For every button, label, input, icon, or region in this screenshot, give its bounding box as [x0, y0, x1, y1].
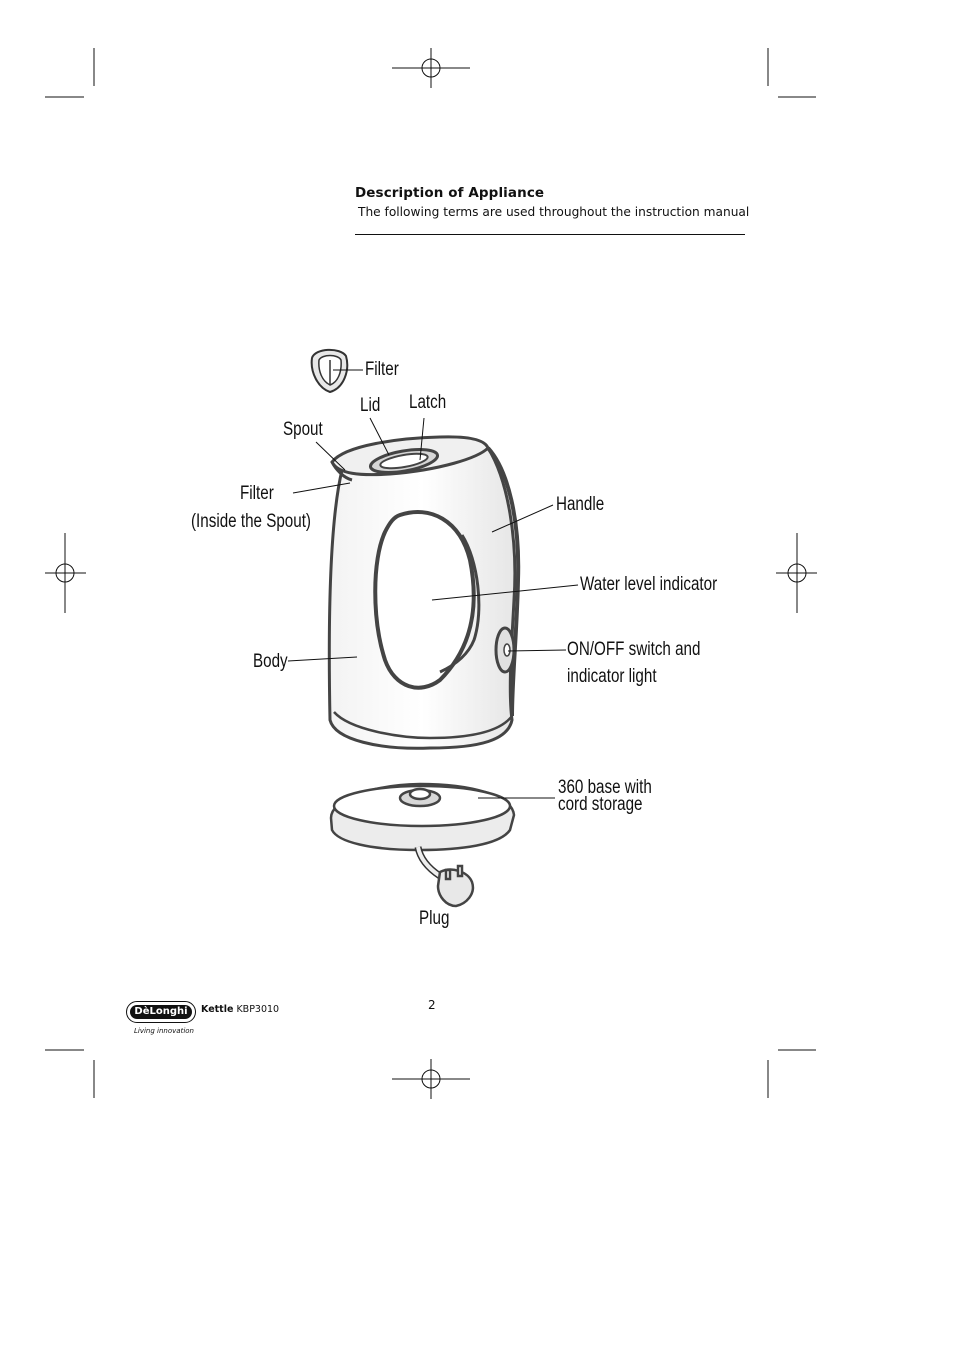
label-filter-top: Filter [365, 359, 399, 380]
label-handle: Handle [556, 494, 605, 515]
model-number: KBP3010 [236, 1004, 280, 1015]
label-latch: Latch [409, 392, 447, 413]
label-plug: Plug [419, 908, 450, 929]
registration-target-top [392, 48, 470, 88]
label-base: 360 base with [558, 777, 652, 798]
label-filter-spout: Filter [240, 483, 274, 504]
label-filter-spout-note: (Inside the Spout) [191, 511, 311, 532]
label-water-level-indicator: Water level indicator [580, 574, 718, 595]
label-body: Body [253, 651, 288, 672]
registration-target-right [776, 533, 817, 613]
brand-tagline: Living innovation [134, 1027, 194, 1035]
label-cord-storage: cord storage [558, 794, 643, 815]
brand-logo: DèLonghi [126, 1001, 196, 1023]
label-lid: Lid [360, 395, 381, 416]
base-part [329, 782, 516, 908]
page-subtitle: The following terms are used throughout … [358, 205, 750, 219]
product-name: Kettle [201, 1004, 234, 1015]
page-number: 2 [428, 998, 436, 1012]
product-model: Kettle KBP3010 [201, 1004, 279, 1015]
registration-target-left [45, 533, 86, 613]
registration-target-bottom [392, 1059, 470, 1099]
kettle-body [327, 435, 521, 750]
label-spout: Spout [283, 419, 323, 440]
brand-logo-text: DèLonghi [130, 1005, 192, 1019]
filter-part [310, 348, 349, 394]
page-title: Description of Appliance [355, 185, 545, 201]
label-switch: ON/OFF switch and [567, 639, 701, 660]
leader-lines [287, 369, 579, 799]
label-indicator-light: indicator light [567, 666, 657, 687]
title-divider [355, 234, 745, 235]
